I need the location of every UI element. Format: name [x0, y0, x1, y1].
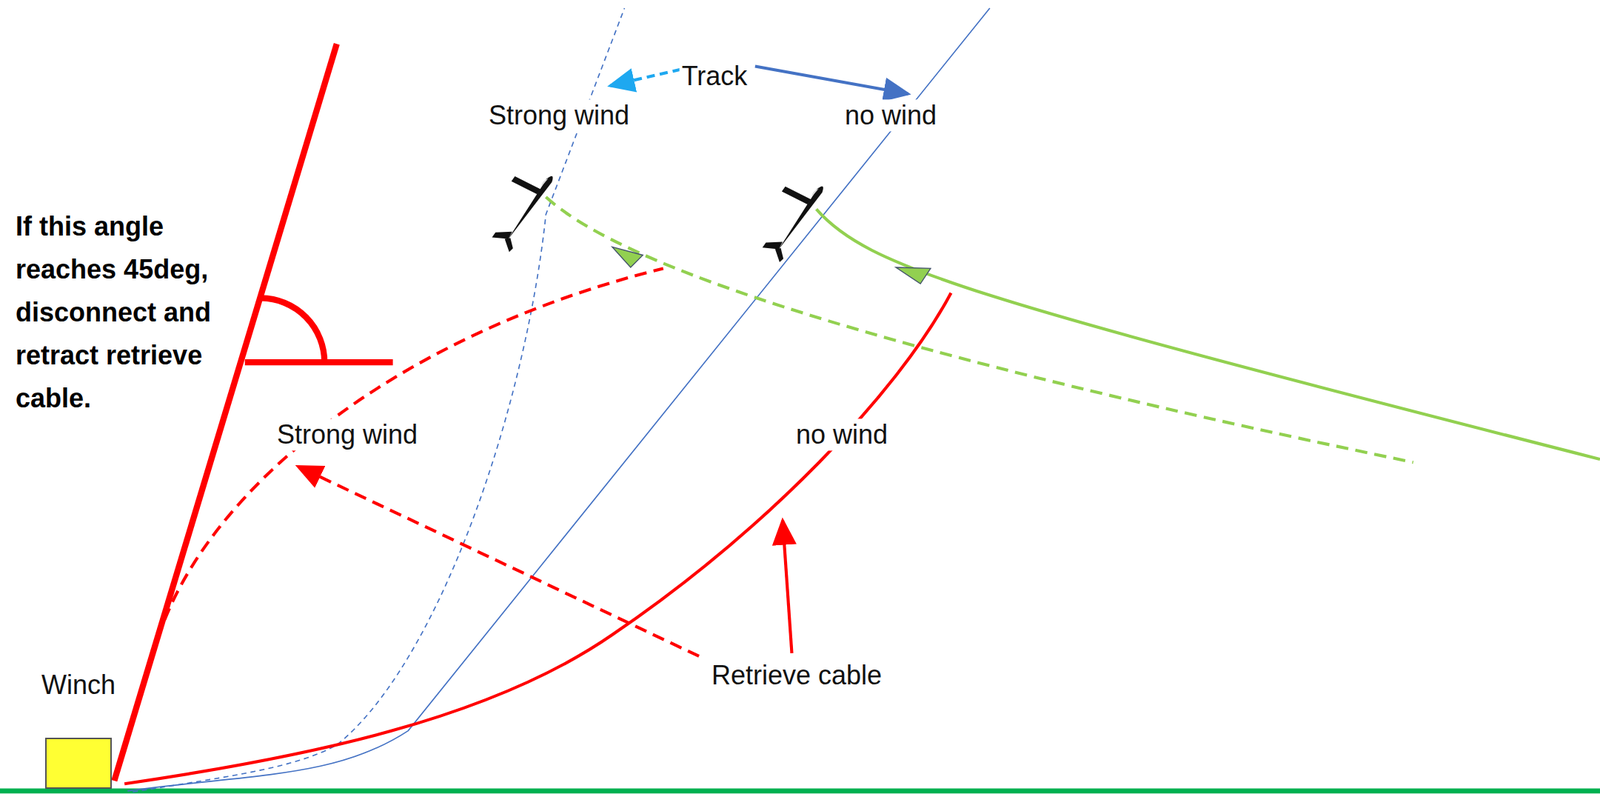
launch-cable-strong-wind	[545, 196, 1413, 463]
retrieve-cable-strong-wind	[158, 268, 664, 638]
limit-line	[114, 43, 337, 781]
launch-cable-no-wind	[816, 208, 1600, 460]
cable-drogue	[895, 267, 931, 284]
angle-arc	[261, 297, 325, 363]
track-pointer	[755, 66, 909, 95]
track-no-wind	[127, 8, 990, 791]
condition-label: no wind	[842, 99, 939, 132]
track-pointer	[610, 69, 681, 86]
glider	[477, 158, 560, 253]
cable-drogue	[612, 246, 643, 268]
condition-label: Strong wind	[274, 418, 420, 451]
cable-label: Retrieve cable	[709, 658, 885, 691]
instruction-note: If this angle reaches 45deg, disconnect …	[15, 205, 264, 420]
winch-box: Winch	[45, 737, 112, 789]
cable-pointer	[297, 466, 699, 656]
condition-label: Strong wind	[486, 99, 632, 132]
cable-pointer	[782, 520, 792, 654]
ground-line	[0, 787, 1600, 793]
track-label: Track	[679, 59, 751, 92]
winch-label: Winch	[39, 669, 118, 701]
angle-base	[245, 359, 394, 366]
condition-label: no wind	[793, 418, 890, 451]
glider	[747, 168, 830, 263]
retrieve-cable-no-wind	[124, 292, 951, 784]
